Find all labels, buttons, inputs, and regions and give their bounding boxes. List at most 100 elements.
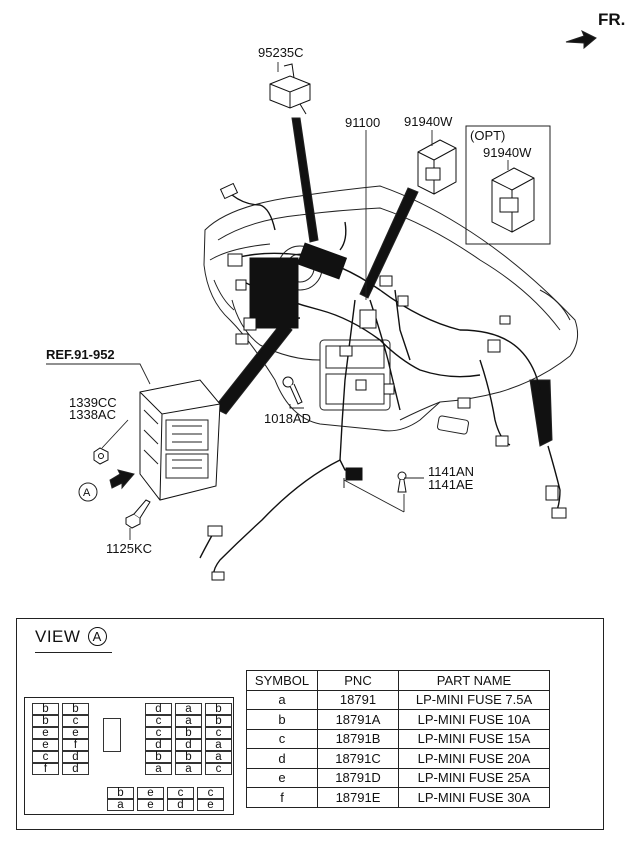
table-header-part-name: PART NAME: [398, 670, 550, 691]
connectors: [207, 182, 567, 581]
fuse-slot: e: [137, 787, 164, 799]
table-cell-part-name: LP-MINI FUSE 20A: [398, 748, 550, 769]
fuse-slot: f: [62, 739, 89, 751]
fuse-slot: c: [167, 787, 194, 799]
part-label-1339cc: 1339CC: [69, 395, 117, 410]
front-arrow-icon: [565, 29, 597, 50]
view-title-underline: [35, 652, 112, 653]
part-label-91940w: 91940W: [404, 114, 453, 129]
table-cell-symbol: f: [246, 787, 318, 808]
opt-label: (OPT): [470, 128, 506, 143]
fuse-slot: d: [175, 739, 202, 751]
table-header-pnc: PNC: [317, 670, 399, 691]
front-label: FR.: [598, 10, 626, 29]
fuse-slot: d: [62, 763, 89, 775]
callout-band-ref: [213, 321, 293, 415]
callout-band-95235c: [291, 117, 319, 243]
fuse-slot: e: [197, 799, 224, 811]
nut-1339cc: [93, 447, 109, 465]
fuse-slot: d: [145, 739, 172, 751]
table-cell-symbol: e: [246, 767, 318, 788]
table-cell-part-name: LP-MINI FUSE 30A: [398, 787, 550, 808]
table-cell-symbol: c: [246, 728, 318, 749]
fuse-slot: b: [205, 703, 232, 715]
module-91940w: [417, 139, 457, 195]
fuse-slot: c: [205, 763, 232, 775]
fuse-slot: c: [62, 715, 89, 727]
wiring-harness-diagram: [46, 29, 597, 581]
fuse-slot: e: [62, 727, 89, 739]
fuse-slot: c: [145, 727, 172, 739]
part-label-1338ac: 1338AC: [69, 407, 116, 422]
clip-1141an: [397, 471, 407, 493]
opt-box: [465, 125, 551, 245]
leader-lines: [46, 62, 509, 540]
fuse-slot: e: [32, 727, 59, 739]
bolt-1125kc: [125, 499, 151, 529]
view-a-marker: A: [83, 487, 91, 499]
ref-label: REF.91-952: [46, 347, 115, 362]
part-label-1141an: 1141AN: [428, 464, 475, 479]
table-cell-part-name: LP-MINI FUSE 15A: [398, 728, 550, 749]
fuse-slot: b: [32, 703, 59, 715]
dashboard-outline: [203, 185, 579, 432]
fuse-slot: a: [175, 715, 202, 727]
part-label-1018ad: 1018AD: [264, 411, 311, 426]
table-cell-pnc: 18791E: [317, 787, 399, 808]
fuse-slot: d: [167, 799, 194, 811]
fuse-slot: a: [205, 739, 232, 751]
fuse-slot: c: [197, 787, 224, 799]
table-cell-pnc: 18791B: [317, 728, 399, 749]
fuse-slot: a: [175, 703, 202, 715]
part-label-91100: 91100: [345, 115, 381, 130]
fuse-slot: c: [145, 715, 172, 727]
table-cell-part-name: LP-MINI FUSE 10A: [398, 709, 550, 730]
table-header-row: SYMBOL PNC PART NAME: [246, 670, 550, 691]
fuse-slot: a: [107, 799, 134, 811]
part-label-95235c: 95235C: [258, 45, 304, 60]
fuse-slot: b: [175, 727, 202, 739]
fuse-slot: c: [32, 751, 59, 763]
table-cell-symbol: d: [246, 748, 318, 769]
junction-box: [139, 379, 221, 501]
table-cell-pnc: 18791A: [317, 709, 399, 730]
fuse-slot: f: [32, 763, 59, 775]
table-cell-pnc: 18791: [317, 689, 399, 710]
fuse-slot: b: [205, 715, 232, 727]
relay-95235c: [269, 63, 311, 115]
table-header-symbol: SYMBOL: [246, 670, 318, 691]
table-cell-symbol: b: [246, 709, 318, 730]
table-cell-part-name: LP-MINI FUSE 25A: [398, 767, 550, 788]
table-cell-pnc: 18791C: [317, 748, 399, 769]
fuse-slot: b: [107, 787, 134, 799]
fuse-blank-slot: [103, 718, 121, 752]
table-cell-part-name: LP-MINI FUSE 7.5A: [398, 689, 550, 710]
fuse-slot: b: [32, 715, 59, 727]
part-label-91940w-opt: 91940W: [483, 145, 532, 160]
fuse-slot: b: [62, 703, 89, 715]
part-label-1125kc: 1125KC: [106, 541, 153, 556]
fuse-slot: a: [175, 763, 202, 775]
fuse-slot: a: [145, 763, 172, 775]
view-title-text: VIEW: [35, 627, 81, 646]
table-cell-pnc: 18791D: [317, 767, 399, 788]
fuse-slot: e: [32, 739, 59, 751]
view-title: VIEW A: [35, 627, 107, 647]
table-cell-symbol: a: [246, 689, 318, 710]
fuse-slot: b: [145, 751, 172, 763]
view-a-arrow-icon: [109, 469, 135, 490]
fuse-slot: b: [175, 751, 202, 763]
fuse-slot: d: [62, 751, 89, 763]
view-title-circle: A: [87, 627, 107, 646]
fuse-slot: a: [205, 751, 232, 763]
bolt-1018ad: [282, 376, 303, 405]
callout-band-91940w: [359, 187, 419, 299]
